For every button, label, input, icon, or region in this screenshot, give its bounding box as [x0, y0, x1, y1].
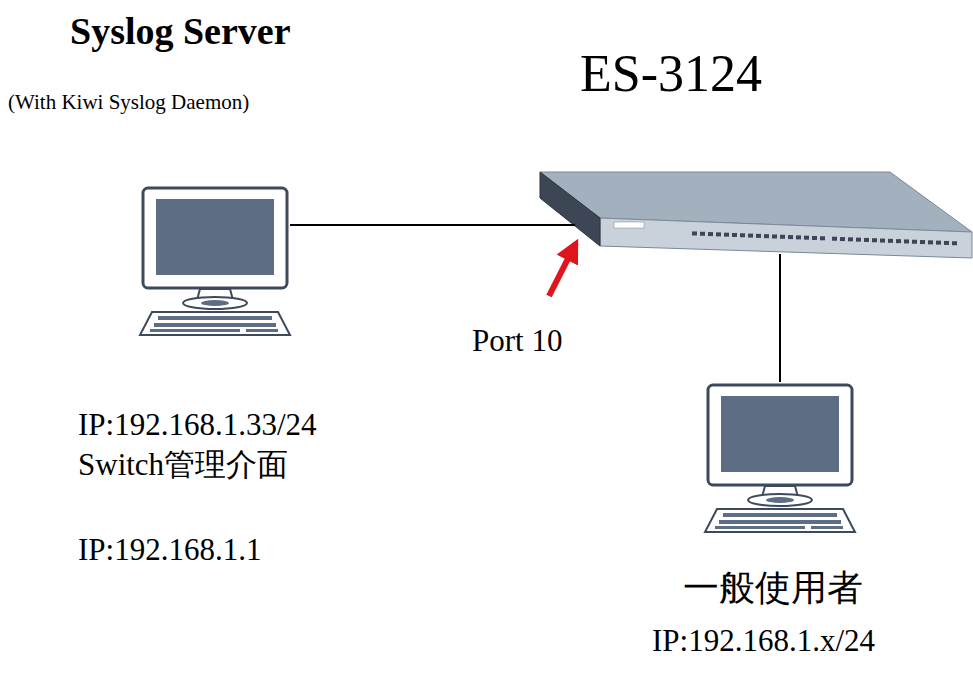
server-software: (With Kiwi Syslog Daemon)	[8, 90, 249, 114]
switch-port	[772, 234, 777, 238]
switch-port	[812, 236, 817, 240]
switch-port	[944, 241, 949, 245]
management-label: Switch管理介面	[78, 447, 288, 483]
server-title: Syslog Server	[70, 10, 291, 54]
switch-port	[780, 235, 785, 239]
switch-port	[700, 232, 705, 236]
switch-port	[864, 238, 869, 242]
syslog-server-node: Syslog Server(With Kiwi Syslog Daemon)IP…	[140, 185, 290, 335]
network-cable	[290, 224, 575, 226]
ip-address: IP:192.168.1.33/24	[78, 407, 317, 443]
switch-port	[796, 235, 801, 239]
switch-port	[748, 234, 753, 238]
switch-port	[832, 237, 837, 241]
switch-port	[724, 233, 729, 237]
port-pointer-arrow	[549, 243, 576, 296]
switch-port	[904, 239, 909, 243]
switch-port	[912, 240, 917, 244]
switch-port	[896, 239, 901, 243]
switch-port	[732, 233, 737, 237]
user-pc-node: 一般使用者IP:192.168.1.x/24	[705, 382, 855, 532]
switch-port	[952, 241, 957, 245]
switch-port	[888, 239, 893, 243]
switch-model: ES-3124	[580, 44, 762, 104]
ip-address: IP:192.168.1.x/24	[652, 623, 875, 659]
switch-port	[756, 234, 761, 238]
switch-port	[880, 239, 885, 243]
switch-port	[804, 236, 809, 240]
user-label: 一般使用者	[683, 568, 863, 609]
switch-port	[856, 238, 861, 242]
ip-address: IP:192.168.1.1	[78, 532, 261, 568]
switch-port	[692, 231, 697, 235]
switch-node: ES-3124	[575, 170, 972, 254]
switch-port	[716, 232, 721, 236]
switch-port	[840, 237, 845, 241]
switch-port	[788, 235, 793, 239]
switch-port	[872, 238, 877, 242]
switch-port	[920, 240, 925, 244]
switch-port	[764, 234, 769, 238]
user-pc	[705, 385, 855, 532]
syslog-server-pc	[140, 188, 290, 335]
switch-body	[540, 172, 972, 258]
network-cable	[779, 254, 781, 382]
switch-port	[848, 237, 853, 241]
port-label: Port 10	[472, 323, 562, 359]
switch-port	[740, 233, 745, 237]
switch-port	[928, 240, 933, 244]
switch-port	[708, 232, 713, 236]
switch-port	[820, 236, 825, 240]
switch-port	[936, 241, 941, 245]
